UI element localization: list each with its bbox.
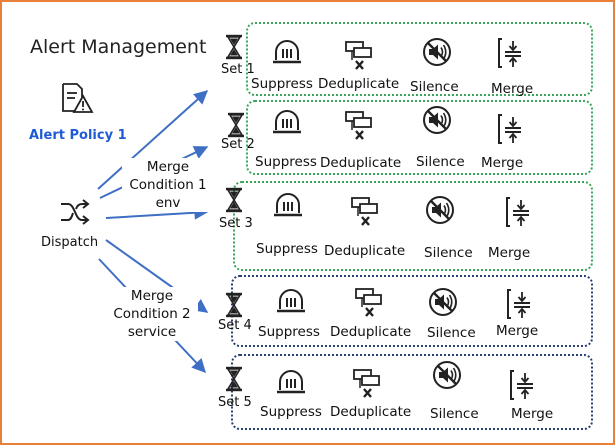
arrow-to-set-1	[97, 90, 209, 190]
set-1-silence-icon	[422, 37, 452, 71]
set-1-suppress-label: Suppress	[251, 76, 313, 92]
set-4-deduplicate-icon	[354, 287, 384, 323]
alert-policy-label: Alert Policy 1	[29, 128, 127, 143]
set-4-suppress-icon	[276, 287, 306, 319]
set-2-merge-icon	[497, 113, 523, 149]
set-4-hourglass-icon	[224, 292, 244, 322]
set-3-label: Set 3	[219, 216, 253, 231]
merge-condition-1-line-3: env	[155, 195, 181, 211]
alert-policy-icon	[62, 83, 94, 113]
set-5-silence-icon	[432, 360, 462, 394]
set-3-deduplicate-icon	[350, 196, 380, 232]
merge-condition-1-line-2: Condition 1	[129, 177, 207, 193]
set-2-deduplicate-label: Deduplicate	[320, 155, 402, 171]
set-1-label: Set 1	[221, 62, 255, 77]
merge-condition-2-line-2: Condition 2	[113, 306, 191, 322]
set-2-label: Set 2	[221, 137, 255, 152]
set-4-deduplicate-label: Deduplicate	[330, 324, 412, 340]
set-4-merge-icon	[506, 288, 532, 324]
set-5-box	[231, 354, 593, 430]
set-1-hourglass-icon	[224, 34, 244, 64]
set-2-silence-label: Silence	[416, 154, 465, 170]
merge-condition-2: Merge Condition 2 service	[106, 287, 198, 341]
set-3-hourglass-icon	[224, 187, 244, 217]
set-5-deduplicate-label: Deduplicate	[330, 404, 412, 420]
merge-condition-2-line-1: Merge	[130, 288, 174, 304]
set-2-deduplicate-icon	[344, 110, 374, 146]
set-1-deduplicate-icon	[344, 40, 374, 76]
set-2-silence-icon	[422, 105, 452, 139]
set-5-silence-label: Silence	[430, 406, 479, 422]
set-3-merge-label: Merge	[488, 245, 531, 261]
set-5-hourglass-icon	[224, 366, 244, 396]
set-3-silence-icon	[425, 195, 455, 229]
merge-condition-2-line-3: service	[127, 324, 177, 340]
set-3-merge-icon	[505, 196, 531, 232]
set-4-label: Set 4	[218, 318, 252, 333]
dispatch-label: Dispatch	[41, 235, 99, 250]
set-3-deduplicate-label: Deduplicate	[324, 243, 406, 259]
set-2-suppress-label: Suppress	[255, 154, 317, 170]
arrow-to-set-3	[105, 205, 209, 220]
set-5-merge-icon	[509, 369, 535, 405]
shuffle-icon	[61, 199, 90, 225]
set-3-silence-label: Silence	[424, 245, 473, 261]
set-5-merge-label: Merge	[511, 406, 554, 422]
set-1-merge-label: Merge	[491, 81, 534, 97]
set-3-suppress-icon	[273, 191, 303, 223]
set-4-silence-label: Silence	[427, 325, 476, 341]
set-5-suppress-icon	[276, 368, 306, 400]
set-2-box	[246, 100, 593, 175]
set-1-deduplicate-label: Deduplicate	[318, 76, 400, 92]
set-3-box	[233, 181, 593, 271]
set-5-deduplicate-icon	[352, 368, 382, 404]
set-2-hourglass-icon	[226, 112, 246, 142]
set-1-silence-label: Silence	[410, 79, 459, 95]
set-4-suppress-label: Suppress	[258, 324, 320, 340]
set-2-suppress-icon	[272, 108, 302, 140]
set-5-suppress-label: Suppress	[260, 404, 322, 420]
set-4-merge-label: Merge	[496, 323, 539, 339]
set-5-label: Set 5	[218, 395, 252, 410]
set-1-suppress-icon	[272, 38, 302, 70]
set-2-merge-label: Merge	[481, 155, 524, 171]
set-1-merge-icon	[497, 37, 523, 73]
set-3-suppress-label: Suppress	[256, 241, 318, 257]
set-4-silence-icon	[428, 287, 458, 321]
merge-condition-1-line-1: Merge	[146, 159, 190, 175]
merge-condition-1: Merge Condition 1 env	[122, 158, 214, 212]
set-1-box	[246, 22, 593, 96]
page-title: Alert Management	[30, 36, 207, 58]
